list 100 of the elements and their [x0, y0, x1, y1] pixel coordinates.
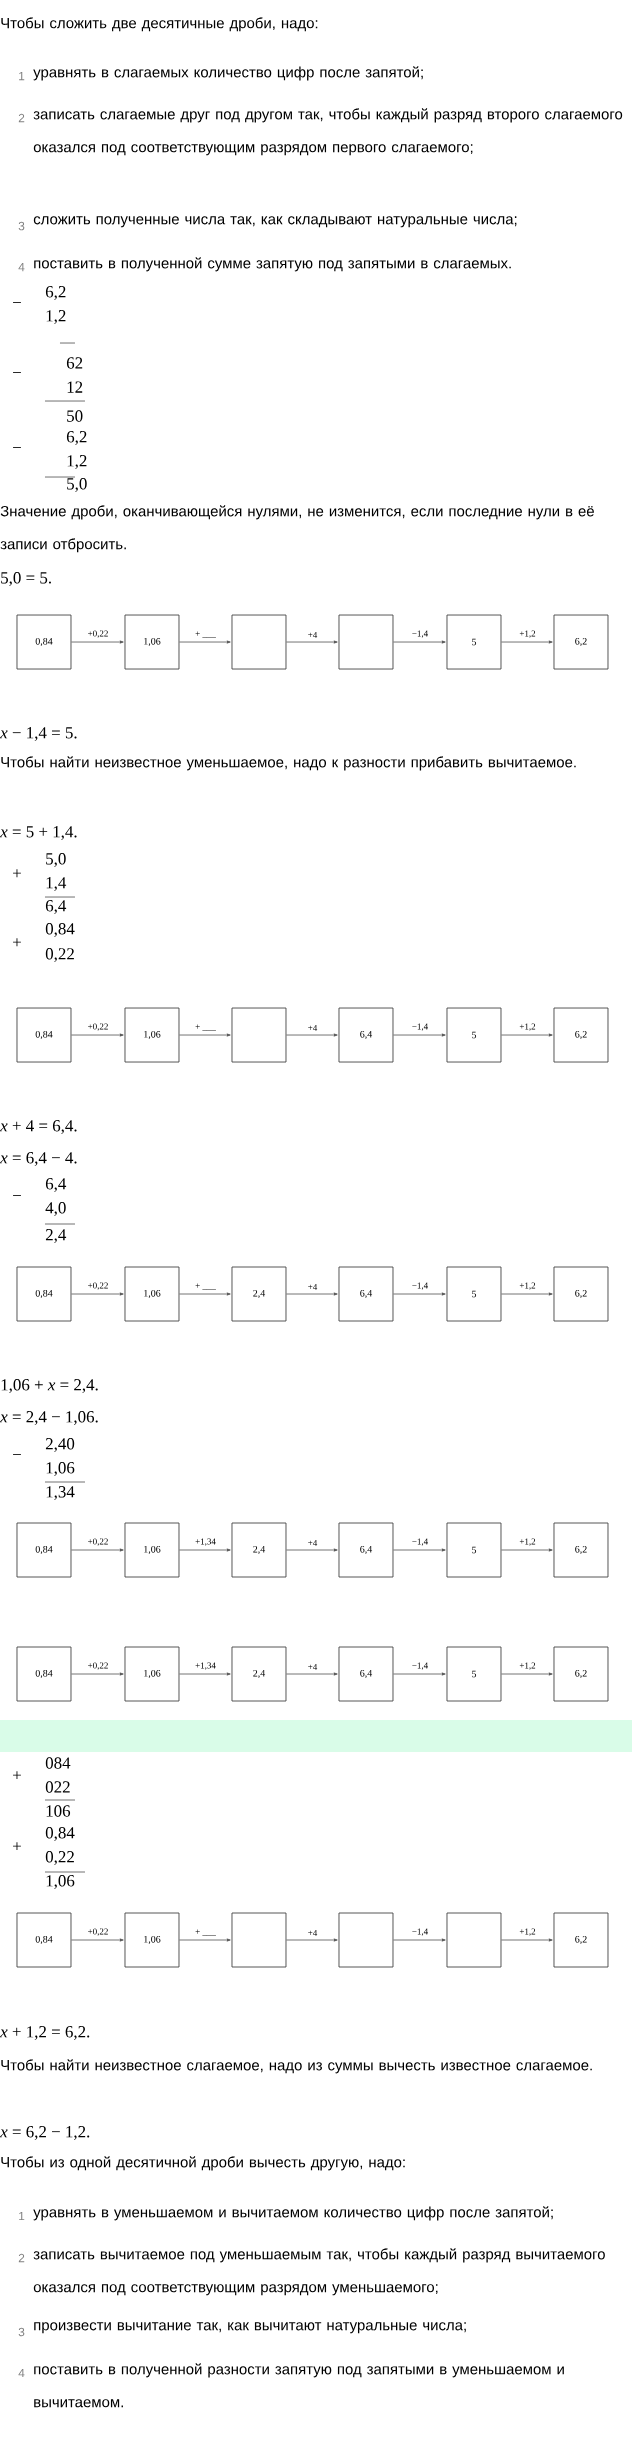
column-number: 0,22	[45, 1851, 74, 1865]
operation-sign: −	[13, 302, 21, 303]
number-box: 5	[446, 1522, 502, 1578]
list-number: 3	[18, 2327, 25, 2337]
edge-label: +1,34	[195, 1662, 216, 1670]
equation: 1,06 + x = 2,4.	[1, 1379, 98, 1393]
arrow	[286, 640, 338, 644]
column-number: 0,84	[45, 923, 75, 937]
number-box: 0,84	[16, 1912, 72, 1968]
number-box: 1,06	[124, 1266, 180, 1322]
column-number: 0,22	[45, 948, 74, 962]
empty-box	[338, 1912, 394, 1968]
arrow	[501, 1938, 553, 1942]
edge-label: +0,22	[88, 1928, 108, 1936]
edge-label: +4	[308, 1283, 318, 1290]
edge-label: +4	[308, 1539, 318, 1546]
arrow	[71, 1033, 124, 1037]
number-box: 1,06	[124, 1646, 180, 1702]
column-number: 084	[45, 1757, 71, 1769]
list-number: 3	[18, 221, 25, 231]
arrow	[179, 1672, 231, 1676]
list-number: 1	[19, 2211, 25, 2221]
number-box: 6,4	[338, 1646, 394, 1702]
empty-box	[231, 1912, 287, 1968]
arrow	[501, 1033, 553, 1037]
number-box: 6,2	[553, 1007, 609, 1063]
column-number: 50	[67, 410, 83, 422]
edge-label: −1,4	[412, 630, 428, 638]
arrow	[393, 1292, 446, 1296]
column-number: 1,2	[46, 310, 66, 324]
arrow	[286, 1938, 338, 1942]
number-box: 5	[446, 1646, 502, 1702]
list-item: уравнять в слагаемых количество цифр после запятой;	[33, 66, 423, 81]
number-box: 6,2	[553, 1912, 609, 1968]
arrow	[501, 640, 553, 644]
instruction-text: Чтобы найти неизвестное слагаемое, надо из суммы вычесть известное слагаемое.	[1, 2059, 592, 2074]
list-item: сложить полученные числа так, как складывают натуральные числа;	[33, 216, 517, 228]
arrow	[393, 1672, 446, 1676]
number-box: 1,06	[124, 1912, 180, 1968]
edge-label: + ___	[195, 1024, 216, 1031]
column-number: 1,2	[67, 455, 87, 469]
column-number: 0,84	[45, 1827, 75, 1841]
column-number: 2,40	[45, 1438, 75, 1452]
list-number: 2	[18, 113, 25, 123]
arrow	[393, 640, 446, 644]
arrow	[393, 1033, 446, 1037]
arrow	[179, 1938, 231, 1942]
edge-label: +0,22	[88, 1023, 108, 1031]
number-box: 2,4	[231, 1646, 287, 1702]
column-number: 1,06	[46, 1462, 75, 1476]
operation-sign: −	[13, 447, 21, 448]
equation: x = 5 + 1,4.	[0, 826, 77, 840]
empty-box	[338, 614, 394, 670]
edge-label: −1,4	[412, 1023, 428, 1031]
arrow	[286, 1548, 338, 1552]
arrow	[71, 1292, 124, 1296]
number-box: 6,2	[553, 614, 609, 670]
operation-sign: +	[13, 1842, 21, 1851]
equation: 5,0 = 5.	[1, 572, 51, 586]
column-number: 6,2	[45, 286, 66, 300]
edge-label: −1,4	[412, 1662, 428, 1670]
arrow	[286, 1033, 338, 1037]
edge-label: +0,22	[88, 1282, 108, 1290]
list-number: 4	[18, 2368, 25, 2378]
number-box: 2,4	[231, 1522, 287, 1578]
list-item: поставить в полученной разности запятую под запятыми в уменьшаемом и вычитаемом.	[34, 2363, 564, 2408]
equation: x + 1,2 = 6,2.	[0, 2026, 90, 2040]
number-box: 5	[446, 1007, 502, 1063]
edge-label: −1,4	[412, 1928, 428, 1936]
arrow	[71, 1672, 124, 1676]
column-number: 62	[66, 357, 83, 369]
edge-label: +4	[308, 631, 318, 638]
number-box: 6,4	[338, 1522, 394, 1578]
column-number: 6,4	[45, 1178, 67, 1192]
number-box: 5	[446, 1266, 502, 1322]
operation-sign: +	[13, 1771, 21, 1780]
edge-label: +0,22	[88, 1662, 108, 1670]
list-number: 1	[19, 71, 25, 81]
operation-sign: −	[13, 1195, 21, 1196]
edge-label: −1,4	[412, 1538, 428, 1546]
edge-label: +1,2	[519, 1023, 536, 1031]
number-box: 6,4	[338, 1266, 394, 1322]
number-box: 0,84	[16, 1007, 72, 1063]
column-number: 12	[67, 381, 83, 393]
column-number: 022	[45, 1781, 70, 1793]
edge-label: +4	[308, 1929, 318, 1936]
arrow	[501, 1672, 553, 1676]
operation-sign: +	[13, 938, 21, 947]
arrow	[501, 1292, 553, 1296]
column-number: 1,06	[46, 1875, 75, 1889]
edge-label: +1,34	[195, 1538, 216, 1546]
number-box: 0,84	[16, 614, 72, 670]
arrow	[179, 640, 231, 644]
edge-label: + ___	[195, 1929, 216, 1936]
list-item: произвести вычитание так, как вычитают натуральные числа;	[34, 2322, 466, 2334]
column-number: 1,4	[46, 877, 67, 891]
number-box: 5	[446, 614, 502, 670]
edge-label: +1,2	[519, 630, 536, 638]
instruction-text: Чтобы найти неизвестное уменьшаемое, надо к разности прибавить вычитаемое.	[1, 756, 576, 771]
equation: x + 4 = 6,4.	[0, 1120, 77, 1134]
